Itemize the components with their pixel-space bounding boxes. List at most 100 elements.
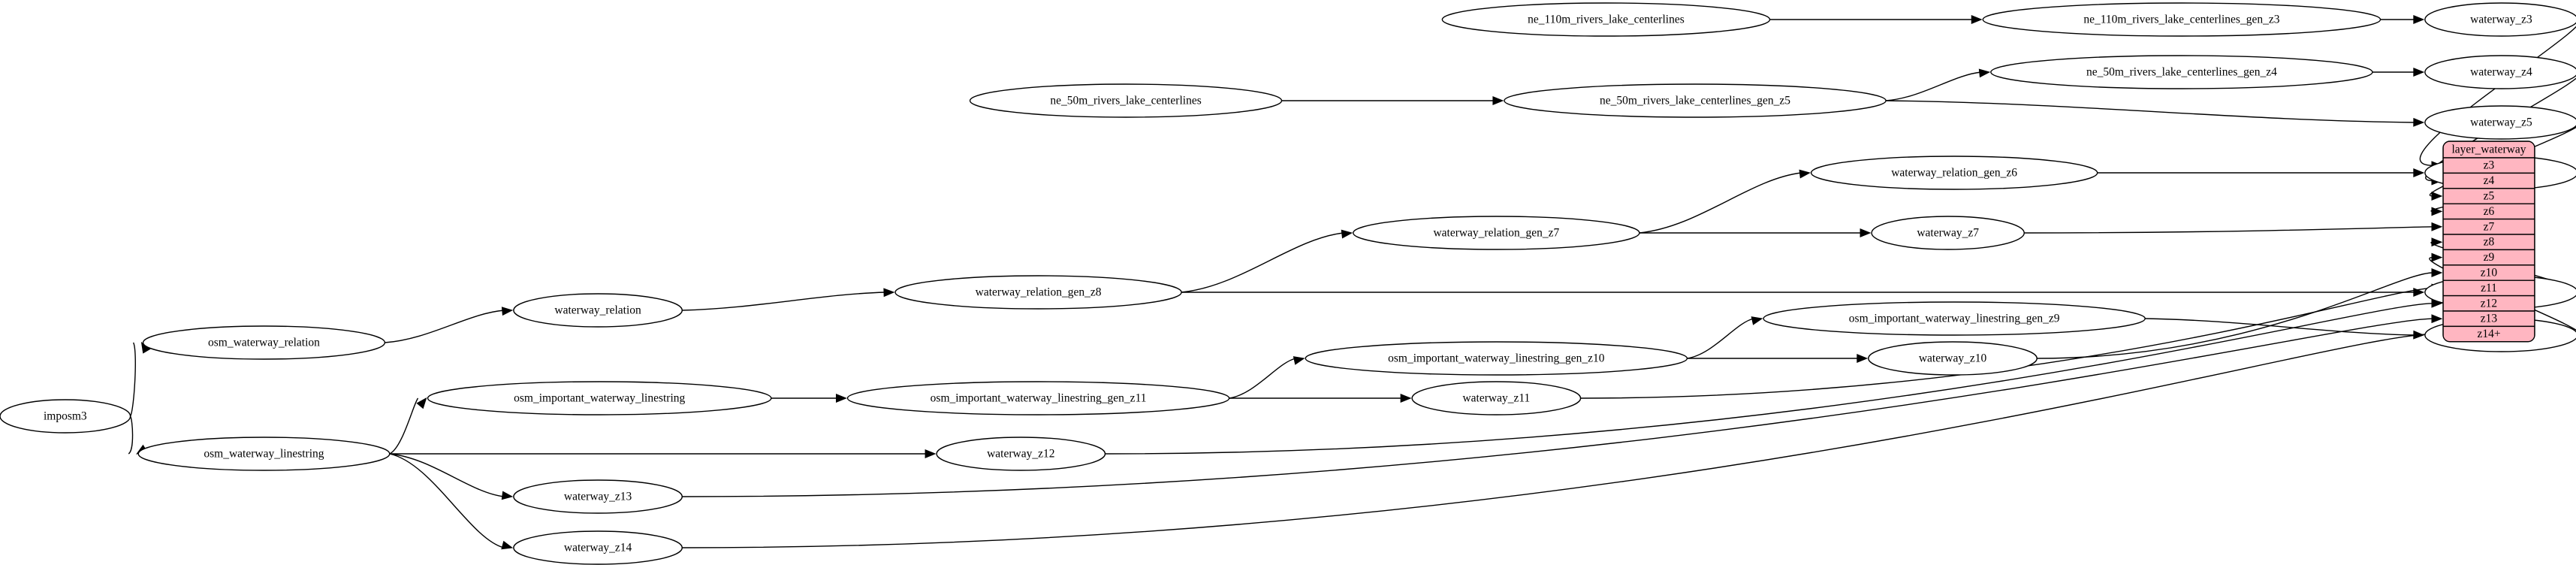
edge-arrowhead-icon [1857, 354, 1869, 363]
graph-node-osm-important-waterway-linestring[interactable]: osm_important_waterway_linestring [427, 381, 772, 415]
node-shape [513, 293, 683, 328]
edge-arrowhead-icon [501, 307, 514, 316]
table-row-label: z13 [2481, 313, 2498, 325]
node-shape [137, 437, 391, 471]
graph-node-waterway-relation-gen-z7[interactable]: waterway_relation_gen_z7 [1353, 216, 1640, 250]
edge-arrowhead-icon [2431, 268, 2443, 277]
node-shape [1763, 301, 2146, 336]
edge-arrowhead-icon [1751, 316, 1763, 325]
edge-arrowhead-icon [1293, 356, 1305, 365]
layer-waterway-table: layer_waterwayz3z4z5z6z7z8z9z10z11z12z13… [2442, 140, 2535, 343]
node-label: waterway_z7 [1917, 227, 1979, 240]
node-shape [1868, 341, 2038, 376]
node-shape [513, 530, 683, 565]
node-label: ne_50m_rivers_lake_centerlines [1050, 95, 1201, 107]
node-label: imposm3 [44, 410, 87, 423]
graph-node-ne-50m-rivers-lake-centerlines-gen-z4[interactable]: ne_50m_rivers_lake_centerlines_gen_z4 [1990, 55, 2373, 89]
table-title: layer_waterway [2452, 144, 2526, 156]
graph-edge [1886, 100, 2415, 123]
node-shape [1990, 55, 2373, 89]
graph-node-ne-50m-rivers-lake-centerlines-gen-z5[interactable]: ne_50m_rivers_lake_centerlines_gen_z5 [1504, 83, 1887, 118]
node-label: osm_important_waterway_linestring [514, 392, 685, 405]
graph-edge [128, 415, 134, 455]
node-shape [1504, 83, 1887, 118]
edge-arrowhead-icon [416, 397, 427, 409]
edge-arrowhead-icon [2431, 237, 2443, 247]
graph-node-osm-waterway-relation[interactable]: osm_waterway_relation [142, 325, 386, 360]
node-label: osm_waterway_relation [208, 337, 320, 349]
node-shape [2424, 2, 2576, 37]
graph-node-waterway-z10[interactable]: waterway_z10 [1868, 341, 2038, 376]
table-row-label: z6 [2484, 205, 2495, 218]
graph-node-osm-important-waterway-linestring-gen-z9[interactable]: osm_important_waterway_linestring_gen_z9 [1763, 301, 2146, 336]
graph-node-ne-110m-rivers-lake-centerlines[interactable]: ne_110m_rivers_lake_centerlines [1441, 2, 1771, 37]
graph-node-waterway-z7[interactable]: waterway_z7 [1871, 216, 2026, 250]
edge-arrowhead-icon [925, 449, 937, 458]
graph-node-waterway-relation-gen-z6[interactable]: waterway_relation_gen_z6 [1810, 156, 2098, 190]
graph-node-waterway-z13[interactable]: waterway_z13 [513, 479, 683, 514]
table-row-label: z4 [2484, 174, 2495, 187]
table-row-label: z9 [2484, 251, 2495, 264]
node-shape [1810, 156, 2098, 190]
graph-node-waterway-z3[interactable]: waterway_z3 [2424, 2, 2576, 37]
graph-edge [1229, 358, 1296, 399]
edge-arrowhead-icon [2413, 168, 2425, 177]
graph-node-ne-110m-rivers-lake-centerlines-gen-z3[interactable]: ne_110m_rivers_lake_centerlines_gen_z3 [1982, 2, 2381, 37]
edge-arrowhead-icon [2413, 117, 2425, 127]
graph-edge [389, 397, 419, 455]
edge-arrowhead-icon [2413, 68, 2425, 77]
table-row-label: z8 [2484, 236, 2495, 249]
graph-node-waterway-z14[interactable]: waterway_z14 [513, 530, 683, 565]
graph-node-waterway-relation[interactable]: waterway_relation [513, 293, 683, 328]
node-shape [2424, 105, 2576, 140]
node-label: waterway_z4 [2470, 66, 2532, 79]
graph-node-waterway-z4[interactable]: waterway_z4 [2424, 55, 2576, 89]
edge-arrowhead-icon [836, 394, 847, 403]
edge-arrowhead-icon [1978, 68, 1991, 78]
edge-arrowhead-icon [2413, 15, 2425, 24]
graph-node-ne-50m-rivers-lake-centerlines[interactable]: ne_50m_rivers_lake_centerlines [969, 83, 1283, 118]
node-label: waterway_relation [554, 304, 641, 317]
graph-node-waterway-z12[interactable]: waterway_z12 [936, 437, 1106, 471]
graph-node-osm-important-waterway-linestring-gen-z11[interactable]: osm_important_waterway_linestring_gen_z1… [846, 381, 1230, 415]
edge-arrowhead-icon [1860, 228, 1872, 237]
node-shape [1353, 216, 1640, 250]
node-shape [936, 437, 1106, 471]
graph-edge [1580, 287, 2434, 399]
table-row-label: z14+ [2477, 328, 2500, 340]
node-shape [0, 399, 131, 434]
node-label: osm_important_waterway_linestring_gen_z1… [1388, 352, 1605, 365]
graph-node-osm-important-waterway-linestring-gen-z10[interactable]: osm_important_waterway_linestring_gen_z1… [1305, 341, 1688, 376]
graph-edge [389, 453, 504, 497]
node-shape [1441, 2, 1771, 37]
node-shape [1411, 381, 1582, 415]
edge-arrowhead-icon [501, 540, 514, 550]
node-label: osm_important_waterway_linestring_gen_z1… [931, 392, 1147, 405]
edges-layer [128, 15, 2576, 550]
node-shape [513, 479, 683, 514]
table-row-z14plus[interactable] [2443, 325, 2535, 342]
graph-edge [1105, 303, 2434, 455]
node-label: waterway_z11 [1462, 392, 1530, 405]
node-label: ne_50m_rivers_lake_centerlines_gen_z5 [1600, 95, 1790, 107]
edge-arrowhead-icon [2431, 222, 2443, 231]
graph-edge [1687, 318, 1754, 359]
graph-edge [1181, 232, 1344, 293]
graph-node-imposm3[interactable]: imposm3 [0, 399, 131, 434]
edge-arrowhead-icon [2431, 207, 2443, 216]
graph-node-waterway-z5[interactable]: waterway_z5 [2424, 105, 2576, 140]
node-label: waterway_z3 [2470, 14, 2532, 26]
graph-edge [2037, 272, 2434, 359]
edge-arrowhead-icon [1400, 394, 1412, 403]
edge-arrowhead-icon [1492, 96, 1504, 105]
edge-arrowhead-icon [1341, 229, 1353, 239]
graph-node-waterway-relation-gen-z8[interactable]: waterway_relation_gen_z8 [894, 275, 1182, 310]
node-label: waterway_z12 [987, 448, 1054, 461]
graph-edge [682, 333, 2434, 548]
graph-node-osm-waterway-linestring[interactable]: osm_waterway_linestring [137, 437, 391, 471]
graph-node-waterway-z11[interactable]: waterway_z11 [1411, 381, 1582, 415]
edge-arrowhead-icon [1799, 169, 1811, 179]
node-label: waterway_z14 [564, 542, 632, 554]
